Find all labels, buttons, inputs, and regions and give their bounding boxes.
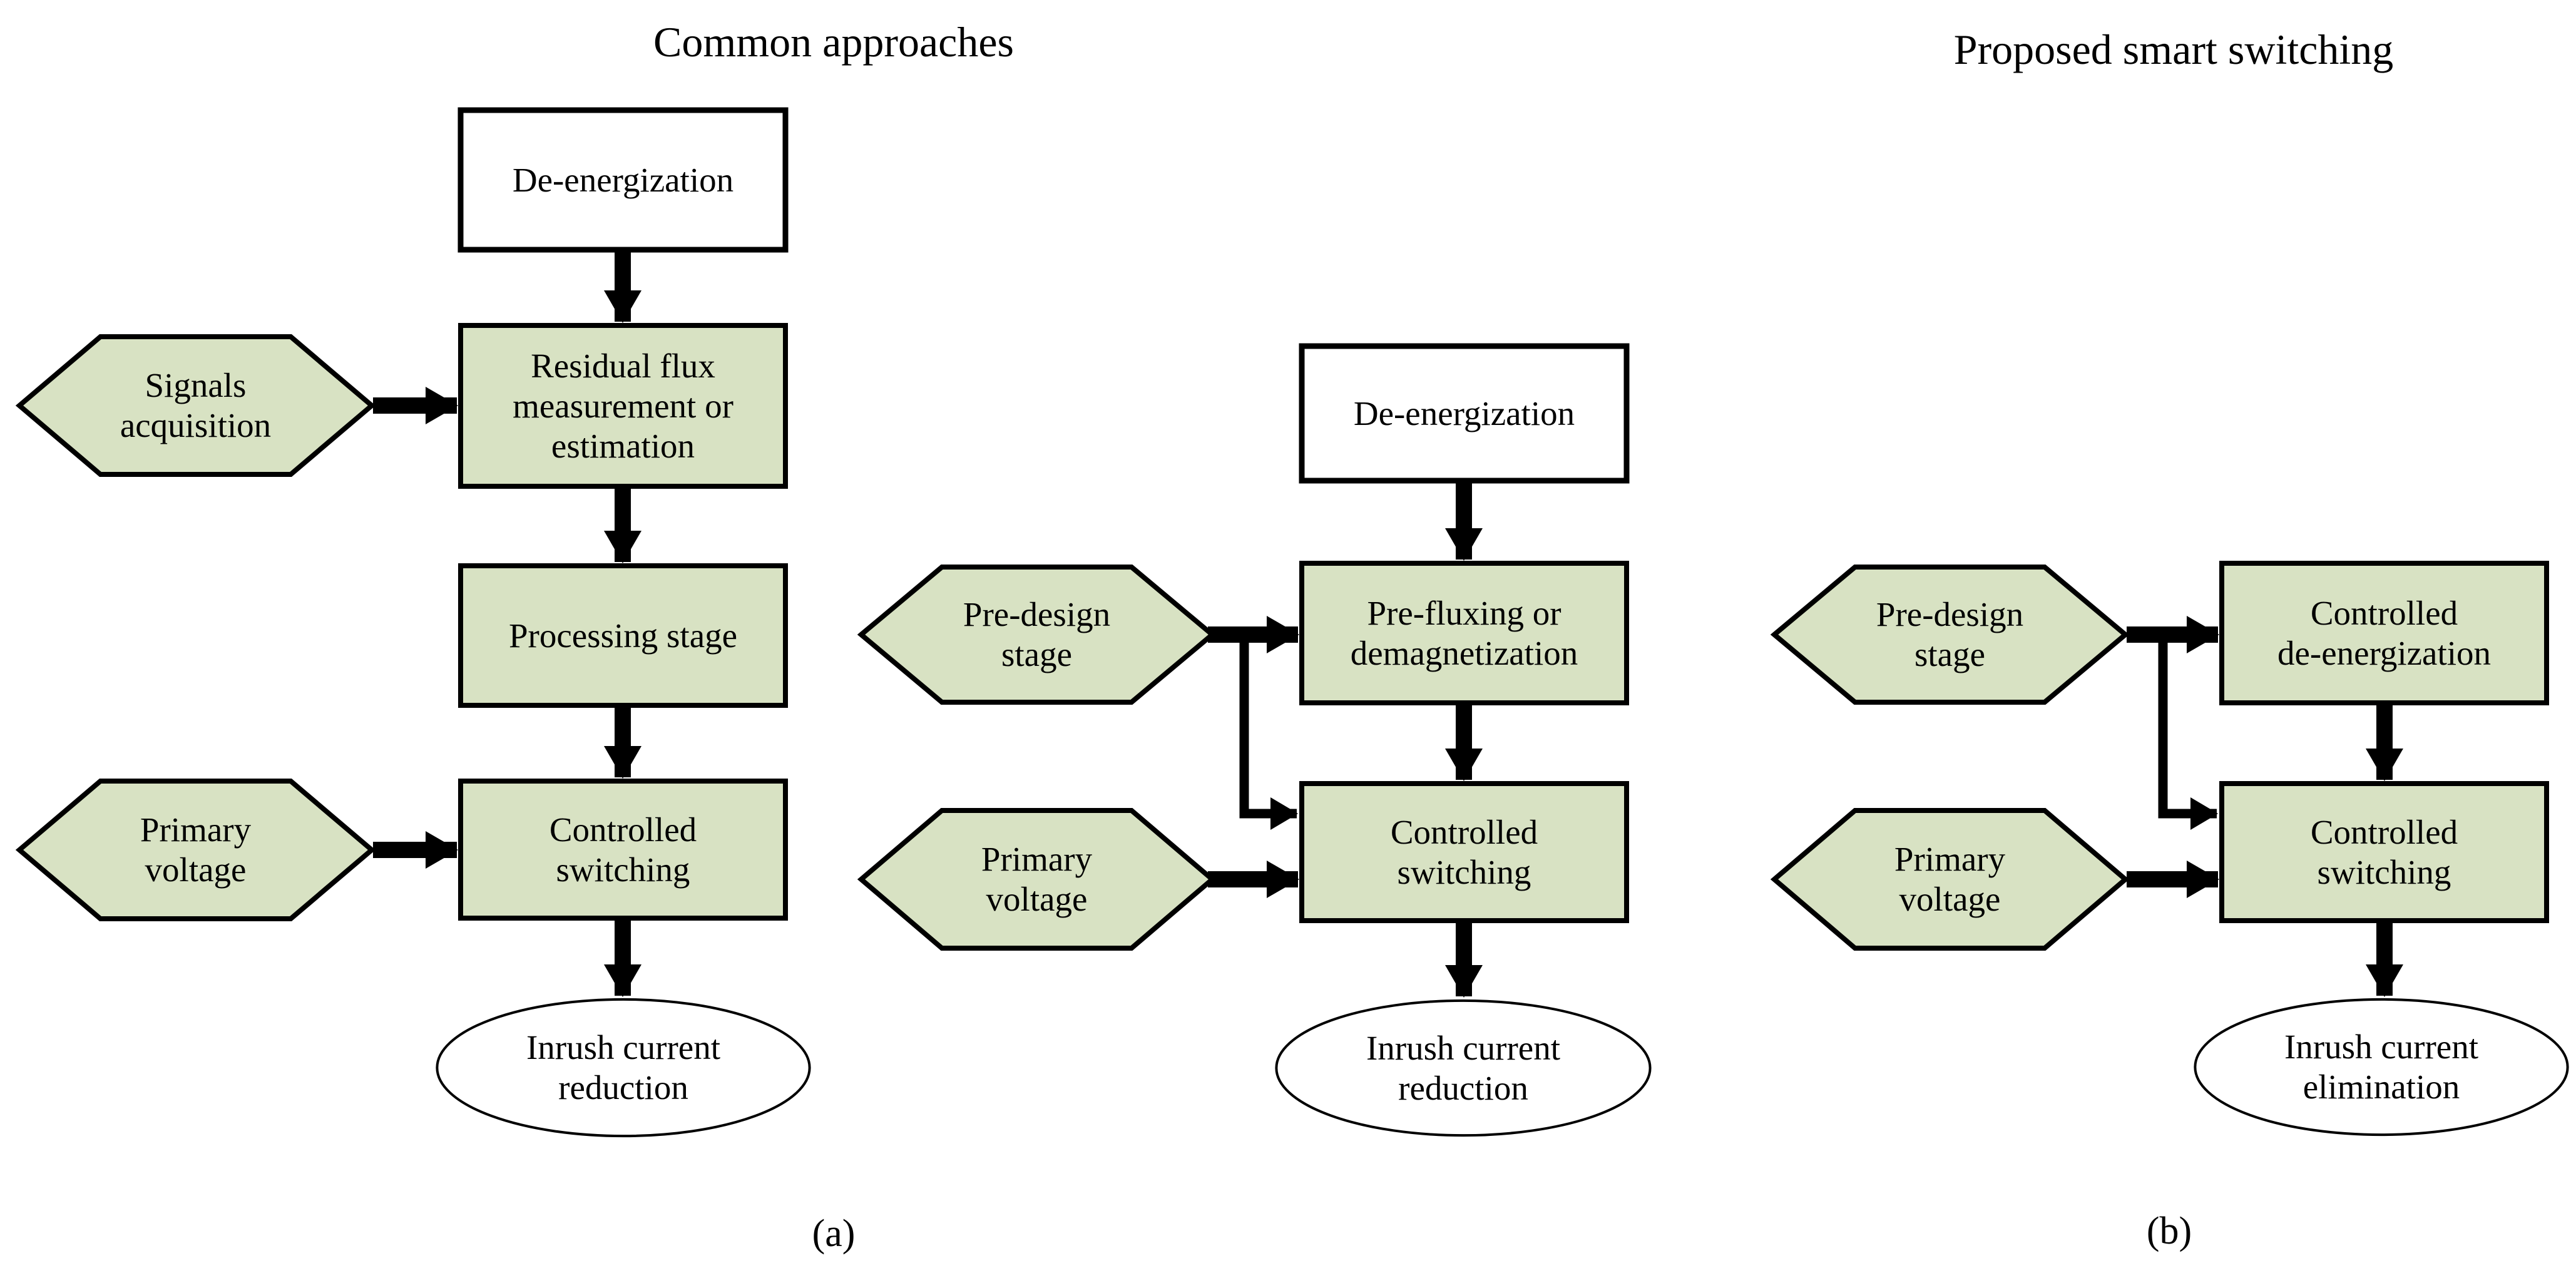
title-proposed-smart-switching: Proposed smart switching (1953, 26, 2394, 73)
rectangle-shape (2222, 784, 2547, 921)
node-label: Pre-fluxing or demagnetization (1350, 593, 1578, 672)
hexagon-shape (861, 810, 1212, 948)
box-controlled-de-energization: Controlled de-energization (2222, 563, 2547, 703)
node-label: Primary voltage (981, 840, 1093, 918)
title-common-approaches: Common approaches (653, 18, 1014, 66)
node-label: Primary voltage (1894, 840, 2006, 918)
rectangle-shape (1302, 346, 1627, 481)
hexagon-primary-voltage-c: Primary voltage (1774, 810, 2125, 948)
node-label: Inrush current reduction (526, 1028, 721, 1107)
arrow-b6-predesign-branch-to-switching (1239, 640, 1298, 830)
ellipse-inrush-current-elimination: Inrush current elimination (2194, 999, 2569, 1135)
node-label: Inrush current reduction (1366, 1028, 1561, 1107)
node-label: Processing stage (508, 616, 738, 655)
box-controlled-switching-b: Controlled switching (1302, 784, 1627, 921)
rectangle-shape (461, 110, 785, 250)
caption-a: (a) (812, 1212, 856, 1255)
hexagon-primary-voltage-a: Primary voltage (19, 781, 372, 919)
node-label: Controlled switching (549, 810, 697, 889)
hexagon-shape (1774, 810, 2125, 948)
box-controlled-switching-a: Controlled switching (461, 781, 785, 918)
hexagon-signals-acquisition: Signals acquisition (19, 337, 372, 474)
box-de-energization-a: De-energization (461, 110, 785, 250)
box-residual-flux-measurement: Residual flux measurement or estimation (461, 325, 785, 486)
caption-b: (b) (2146, 1210, 2192, 1252)
rectangle-shape (461, 781, 785, 918)
ellipse-shape (2194, 999, 2569, 1135)
rectangle-shape (461, 325, 785, 486)
rectangle-shape (1302, 563, 1627, 703)
node-label: Controlled switching (2310, 812, 2458, 891)
hexagon-shape (19, 781, 372, 919)
hexagon-shape (19, 337, 372, 474)
box-pre-fluxing-demagnetization: Pre-fluxing or demagnetization (1302, 563, 1627, 703)
node-label: Residual flux measurement or estimation (513, 346, 733, 465)
node-label: De-energization (512, 160, 734, 199)
rectangle-shape (2222, 563, 2547, 703)
node-label: Controlled de-energization (2277, 593, 2492, 672)
hexagon-pre-design-stage-b: Pre-design stage (861, 567, 1212, 702)
node-label: Pre-design stage (1876, 595, 2024, 673)
hexagon-primary-voltage-b: Primary voltage (861, 810, 1212, 948)
box-controlled-switching-c: Controlled switching (2222, 784, 2547, 921)
hexagon-shape (1774, 567, 2125, 702)
node-label: Pre-design stage (963, 595, 1111, 673)
hexagon-shape (861, 567, 1212, 702)
ellipse-shape (1275, 1000, 1652, 1136)
rectangle-shape (1302, 784, 1627, 921)
ellipse-inrush-current-reduction-a: Inrush current reduction (436, 999, 811, 1137)
node-label: Signals acquisition (120, 366, 272, 444)
node-label: Controlled switching (1390, 812, 1538, 891)
arrow-c5-predesign-branch-to-switching (2158, 640, 2218, 830)
box-processing-stage: Processing stage (461, 566, 785, 705)
box-de-energization-b: De-energization (1302, 346, 1627, 481)
node-label: De-energization (1353, 394, 1575, 432)
rectangle-shape (461, 566, 785, 705)
hexagon-pre-design-stage-c: Pre-design stage (1774, 567, 2125, 702)
ellipse-inrush-current-reduction-b: Inrush current reduction (1275, 1000, 1652, 1136)
ellipse-shape (436, 999, 811, 1137)
node-label: Primary voltage (140, 810, 252, 889)
node-label: Inrush current elimination (2284, 1028, 2479, 1106)
